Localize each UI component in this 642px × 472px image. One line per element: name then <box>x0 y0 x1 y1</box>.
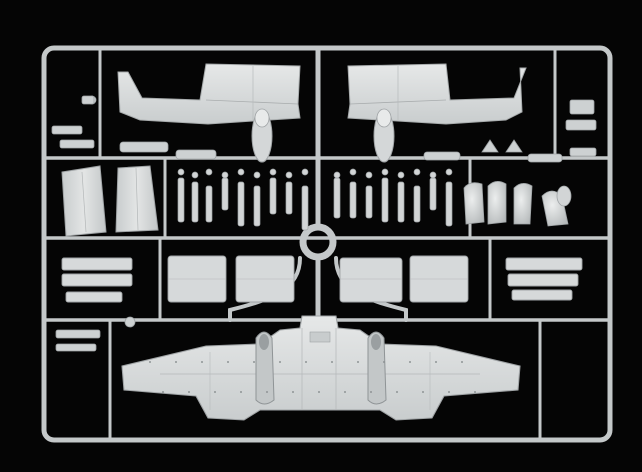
small-part <box>445 181 453 227</box>
small-part <box>301 168 309 176</box>
upper-wing-left <box>117 63 301 163</box>
small-parts-upper-left <box>51 95 217 160</box>
detail-dot <box>201 361 203 363</box>
sprue-center-ring <box>299 223 337 261</box>
small-part <box>253 185 261 227</box>
detail-dot <box>370 391 372 393</box>
engine-cowlings <box>463 181 572 227</box>
nacelle-well-right <box>367 331 387 405</box>
detail-dot <box>318 391 320 393</box>
small-part <box>365 185 373 219</box>
small-part <box>349 181 357 219</box>
small-part <box>397 181 405 223</box>
small-part <box>445 168 453 176</box>
small-part <box>269 177 277 215</box>
small-parts-center <box>177 168 453 231</box>
small-part <box>205 168 213 176</box>
detail-dot <box>422 391 424 393</box>
detail-dot <box>214 391 216 393</box>
small-part <box>397 171 405 179</box>
nacelle-well-left <box>255 331 275 405</box>
small-part <box>285 181 293 215</box>
detail-dot <box>292 391 294 393</box>
lower-wing <box>121 315 521 421</box>
small-part <box>429 177 437 211</box>
small-part <box>253 171 261 179</box>
vertical-tail-parts <box>61 165 159 237</box>
small-part <box>191 171 199 179</box>
sprue-frame <box>41 45 613 443</box>
small-part <box>333 171 341 179</box>
detail-dot <box>305 361 307 363</box>
small-part <box>333 177 341 219</box>
small-part <box>381 168 389 176</box>
small-part <box>237 168 245 176</box>
detail-dot <box>331 361 333 363</box>
panel-parts-middle <box>61 255 583 303</box>
detail-dot <box>188 391 190 393</box>
detail-dot <box>409 361 411 363</box>
detail-dot <box>279 361 281 363</box>
small-part <box>349 168 357 176</box>
detail-dot <box>240 391 242 393</box>
small-part <box>365 171 373 179</box>
small-parts-lower-left <box>55 316 136 352</box>
detail-dot <box>448 391 450 393</box>
small-part <box>269 168 277 176</box>
small-part <box>221 177 229 211</box>
detail-dot <box>357 361 359 363</box>
small-part <box>177 177 185 223</box>
small-part <box>413 185 421 223</box>
detail-dot <box>162 391 164 393</box>
wing-detail-dots <box>149 361 476 393</box>
detail-dot <box>253 361 255 363</box>
small-parts-upper-right <box>423 99 597 163</box>
detail-dot <box>474 391 476 393</box>
sprue-outer-rail <box>41 45 613 443</box>
small-part <box>177 168 185 176</box>
small-part <box>191 181 199 223</box>
small-part <box>205 185 213 223</box>
small-part <box>381 177 389 223</box>
detail-dot <box>175 361 177 363</box>
small-part <box>285 171 293 179</box>
detail-dot <box>266 391 268 393</box>
detail-dot <box>227 361 229 363</box>
small-part <box>413 168 421 176</box>
detail-dot <box>383 361 385 363</box>
small-part <box>429 171 437 179</box>
small-part <box>237 181 245 227</box>
small-part <box>221 171 229 179</box>
detail-dot <box>149 361 151 363</box>
detail-dot <box>396 391 398 393</box>
detail-dot <box>435 361 437 363</box>
small-part <box>301 185 309 231</box>
upper-wing-right <box>347 63 527 163</box>
detail-dot <box>461 361 463 363</box>
detail-dot <box>344 391 346 393</box>
